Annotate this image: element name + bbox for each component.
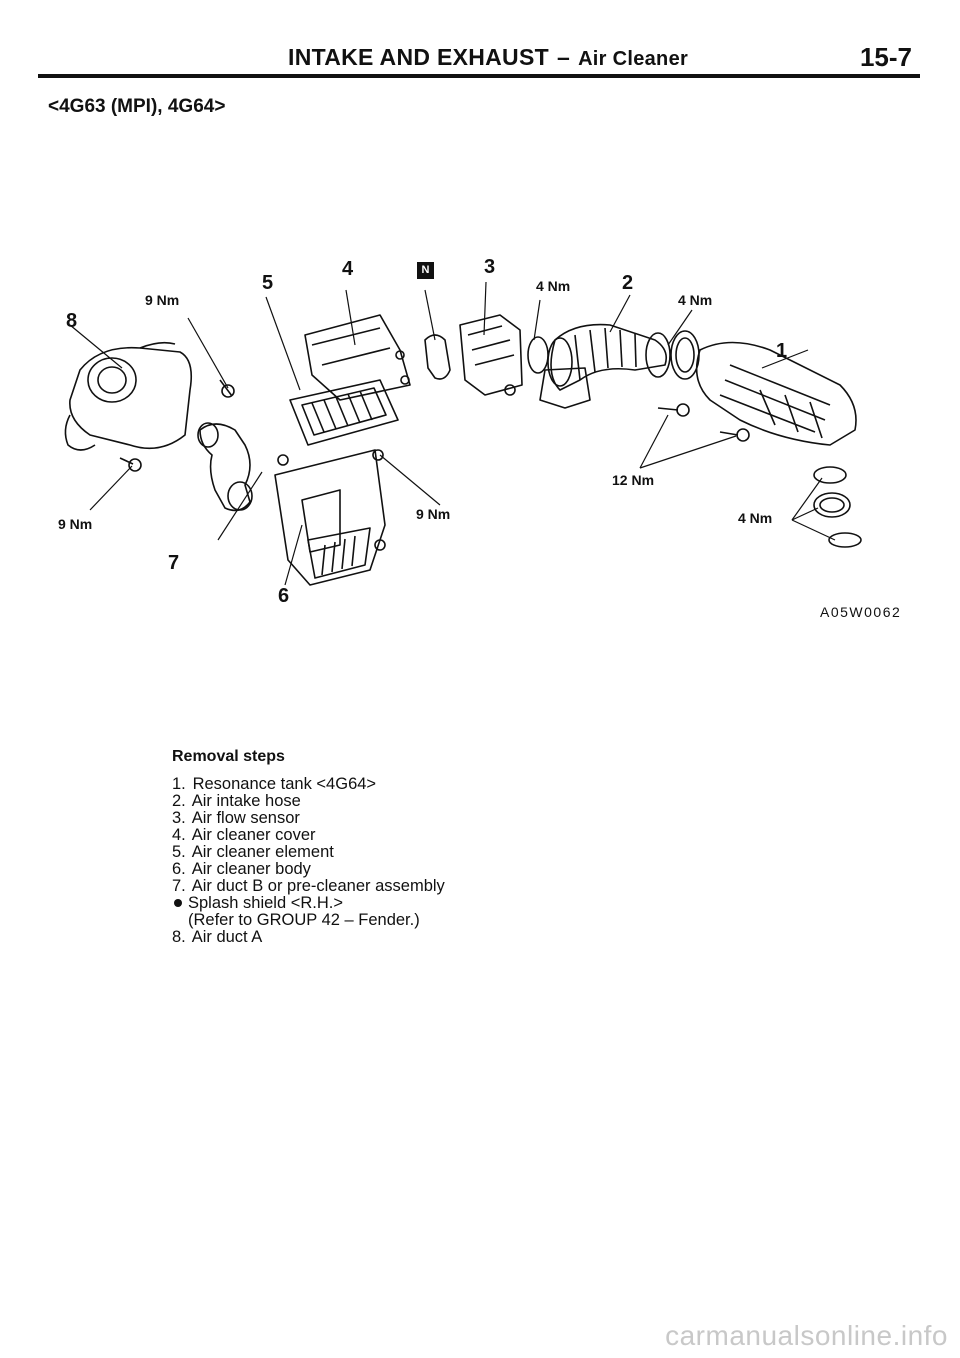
exploded-diagram: 1 2 3 4 5 6 7 8 N 9 Nm 9 Nm 9 Nm 4 Nm 4 … (40, 240, 920, 640)
callout-6: 6 (278, 585, 290, 607)
callout-4: 4 (342, 258, 354, 280)
step-number: 7. (172, 877, 186, 895)
torque-label: 4 Nm (738, 510, 773, 526)
callout-7: 7 (168, 552, 180, 574)
page-number: 15-7 (859, 42, 912, 72)
removal-steps-title: Removal steps (172, 748, 285, 765)
step-text: Air duct B or pre-cleaner assembly (191, 877, 445, 895)
step-number: 5. (172, 843, 186, 861)
step-text: Resonance tank <4G64> (192, 775, 377, 793)
list-item: 6. Air cleaner body (172, 861, 732, 878)
callout-5: 5 (262, 272, 274, 294)
bullet-icon (174, 898, 182, 907)
callout-1: 1 (776, 340, 788, 362)
list-item: 5. Air cleaner element (172, 844, 732, 861)
step-text: Air cleaner cover (191, 826, 316, 844)
step-text: Air intake hose (191, 792, 301, 810)
step-number: 1. (172, 775, 186, 793)
n-badge: N (417, 262, 434, 279)
torque-label: 9 Nm (145, 292, 180, 308)
page-header: INTAKE AND EXHAUST–Air Cleaner 15-7 (38, 38, 918, 78)
section-title: INTAKE AND EXHAUST–Air Cleaner (288, 44, 688, 71)
callout-2: 2 (622, 272, 634, 294)
step-number: 6. (172, 860, 186, 878)
list-item: 7. Air duct B or pre-cleaner assembly (172, 878, 732, 895)
section-title-sub: Air Cleaner (578, 48, 689, 70)
header-rule (38, 74, 920, 78)
step-text: Air flow sensor (191, 809, 300, 827)
engine-variant: <4G63 (MPI), 4G64> (48, 96, 226, 117)
list-item: 4. Air cleaner cover (172, 827, 732, 844)
torque-label: 9 Nm (416, 506, 451, 522)
torque-label: 9 Nm (58, 516, 93, 532)
step-number: 2. (172, 792, 186, 810)
list-item: 3. Air flow sensor (172, 810, 732, 827)
step-number: 8. (172, 928, 186, 946)
removal-steps: Removal steps 1. Resonance tank <4G64> 2… (172, 748, 732, 946)
step-text: Air duct A (191, 928, 263, 946)
watermark: carmanualsonline.info (665, 1320, 948, 1351)
step-number: 4. (172, 826, 186, 844)
step-text: Air cleaner element (191, 843, 334, 861)
callout-3: 3 (484, 256, 496, 278)
bullet-text: Splash shield <R.H.> (188, 894, 344, 912)
torque-label: 12 Nm (612, 472, 655, 488)
section-title-main: INTAKE AND EXHAUST (288, 44, 549, 70)
list-item: 8. Air duct A (172, 929, 732, 946)
figure-code: A05W0062 (820, 604, 902, 620)
step-text: Air cleaner body (191, 860, 311, 878)
title-dash: – (556, 44, 571, 70)
step-number: 3. (172, 809, 186, 827)
bullet-note: (Refer to GROUP 42 – Fender.) (188, 911, 420, 929)
torque-label: 4 Nm (678, 292, 713, 308)
list-item: 2. Air intake hose (172, 793, 732, 810)
callout-8: 8 (66, 310, 78, 332)
torque-label: 4 Nm (536, 278, 571, 294)
diagram-drawing (64, 281, 862, 586)
bullet-item: Splash shield <R.H.> (172, 895, 732, 912)
list-item: 1. Resonance tank <4G64> (172, 776, 732, 793)
